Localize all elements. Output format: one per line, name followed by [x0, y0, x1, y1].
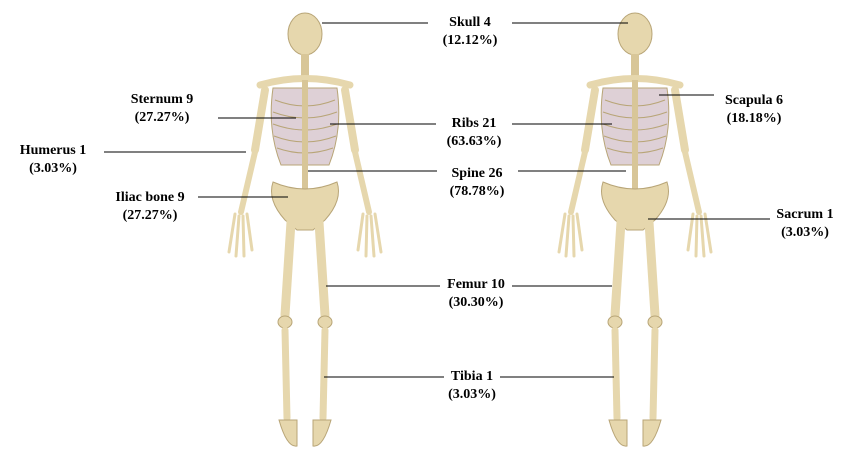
label-ribs: Ribs 21 (63.63%)	[436, 115, 512, 151]
label-scapula-pct: (18.18%)	[712, 110, 796, 128]
label-skull-name: Skull 4	[430, 14, 510, 32]
label-humerus-name: Humerus 1	[6, 142, 100, 160]
label-iliac-name: Iliac bone 9	[104, 189, 196, 207]
label-sternum-name: Sternum 9	[114, 91, 210, 109]
label-tibia: Tibia 1 (3.03%)	[444, 368, 500, 404]
label-scapula: Scapula 6 (18.18%)	[712, 92, 796, 128]
label-sacrum-name: Sacrum 1	[770, 206, 840, 224]
label-iliac: Iliac bone 9 (27.27%)	[104, 189, 196, 225]
label-sternum: Sternum 9 (27.27%)	[114, 91, 210, 127]
label-humerus-pct: (3.03%)	[6, 160, 100, 178]
label-spine-name: Spine 26	[437, 165, 517, 183]
label-spine: Spine 26 (78.78%)	[437, 165, 517, 201]
front-skeleton	[229, 13, 381, 446]
label-skull-pct: (12.12%)	[430, 32, 510, 50]
label-iliac-pct: (27.27%)	[104, 207, 196, 225]
label-femur-pct: (30.30%)	[440, 294, 512, 312]
label-humerus: Humerus 1 (3.03%)	[6, 142, 100, 178]
label-ribs-pct: (63.63%)	[436, 133, 512, 151]
label-skull: Skull 4 (12.12%)	[430, 14, 510, 50]
label-ribs-name: Ribs 21	[436, 115, 512, 133]
label-tibia-name: Tibia 1	[444, 368, 500, 386]
label-tibia-pct: (3.03%)	[444, 386, 500, 404]
label-sacrum: Sacrum 1 (3.03%)	[770, 206, 840, 242]
label-sternum-pct: (27.27%)	[114, 109, 210, 127]
label-scapula-name: Scapula 6	[712, 92, 796, 110]
label-spine-pct: (78.78%)	[437, 183, 517, 201]
back-skeleton	[559, 13, 711, 446]
label-femur: Femur 10 (30.30%)	[440, 276, 512, 312]
label-sacrum-pct: (3.03%)	[770, 224, 840, 242]
label-femur-name: Femur 10	[440, 276, 512, 294]
